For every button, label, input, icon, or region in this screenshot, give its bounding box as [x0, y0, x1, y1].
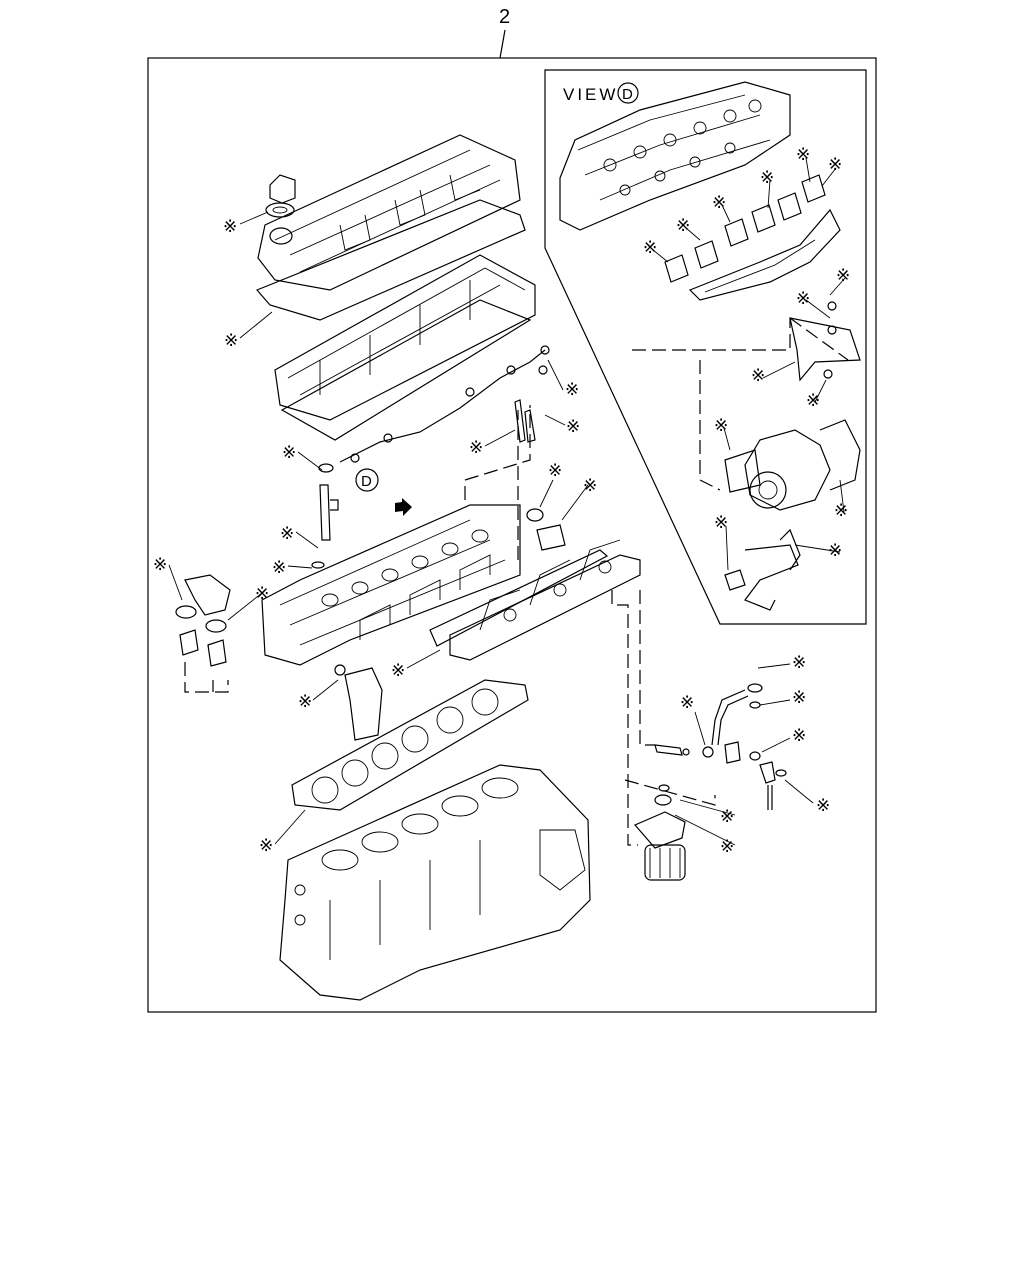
svg-text:※: ※ — [272, 558, 286, 578]
thermostat-housing — [175, 574, 231, 667]
svg-text:※: ※ — [796, 145, 810, 165]
svg-text:※: ※ — [391, 661, 405, 681]
svg-text:※: ※ — [834, 501, 848, 521]
view-label: VIEW — [563, 85, 618, 104]
svg-text:※: ※ — [298, 692, 312, 712]
svg-text:※: ※ — [223, 217, 237, 237]
svg-text:※: ※ — [680, 693, 694, 713]
exhaust-manifold-view-d — [664, 174, 841, 301]
svg-text:※: ※ — [714, 513, 728, 533]
svg-text:※: ※ — [469, 438, 483, 458]
cylinder-head-gasket — [291, 679, 529, 811]
svg-text:※: ※ — [548, 461, 562, 481]
svg-text:※: ※ — [816, 796, 830, 816]
view-letter: D — [622, 86, 633, 103]
oil-feed-pipe — [702, 683, 787, 810]
turbocharger-view-d — [724, 301, 861, 611]
svg-text:※: ※ — [720, 807, 734, 827]
injector — [311, 463, 339, 569]
svg-text:※: ※ — [566, 417, 580, 437]
alignment-lines — [184, 405, 716, 846]
svg-text:※: ※ — [565, 380, 579, 400]
svg-text:※: ※ — [255, 584, 269, 604]
intake-flange-gasket — [536, 524, 566, 551]
svg-text:※: ※ — [720, 837, 734, 857]
leader-lines — [168, 157, 846, 846]
intake-manifold — [449, 539, 641, 661]
svg-text:※: ※ — [280, 524, 294, 544]
oil-filter — [634, 784, 686, 881]
rocker-cover-gasket — [255, 199, 526, 321]
cylinder-head — [261, 504, 521, 666]
leak-off-washers — [350, 345, 550, 463]
cylinder-block — [279, 764, 591, 1001]
svg-text:※: ※ — [792, 726, 806, 746]
svg-text:※: ※ — [760, 168, 774, 188]
svg-text:※: ※ — [828, 155, 842, 175]
rocker-cover — [257, 134, 521, 291]
kit-symbols: ※ ※ ※ ※ ※ ※ ※ ※ ※ ※ ※ ※ ※ ※ ※ ※ ※ ※ ※ ※ … — [153, 145, 850, 857]
svg-text:※: ※ — [282, 443, 296, 463]
svg-text:※: ※ — [792, 653, 806, 673]
svg-text:※: ※ — [751, 366, 765, 386]
kit-frame — [147, 57, 877, 1013]
svg-text:※: ※ — [153, 555, 167, 575]
callout-number: 2 — [499, 6, 510, 28]
view-marker-letter: D — [361, 473, 372, 490]
svg-text:※: ※ — [806, 391, 820, 411]
rocker-housing — [274, 254, 536, 421]
svg-text:※: ※ — [796, 289, 810, 309]
svg-text:※: ※ — [714, 416, 728, 436]
svg-text:※: ※ — [259, 836, 273, 856]
svg-text:※: ※ — [583, 476, 597, 496]
svg-text:※: ※ — [792, 688, 806, 708]
svg-text:※: ※ — [643, 238, 657, 258]
svg-text:※: ※ — [676, 216, 690, 236]
intake-gasket-ring — [526, 508, 544, 522]
leak-off-pipe — [339, 349, 546, 463]
rocker-housing-gasket — [280, 299, 532, 441]
water-outlet — [344, 667, 383, 741]
svg-text:※: ※ — [836, 266, 850, 286]
intake-manifold-gasket — [429, 549, 609, 647]
svg-text:※: ※ — [712, 193, 726, 213]
view-direction-arrow — [395, 498, 412, 516]
cylinder-head-view-d — [559, 81, 791, 231]
oil-pressure-sensor — [654, 744, 690, 756]
svg-text:※: ※ — [224, 331, 238, 351]
view-d-inset: VIEW D — [544, 69, 867, 625]
